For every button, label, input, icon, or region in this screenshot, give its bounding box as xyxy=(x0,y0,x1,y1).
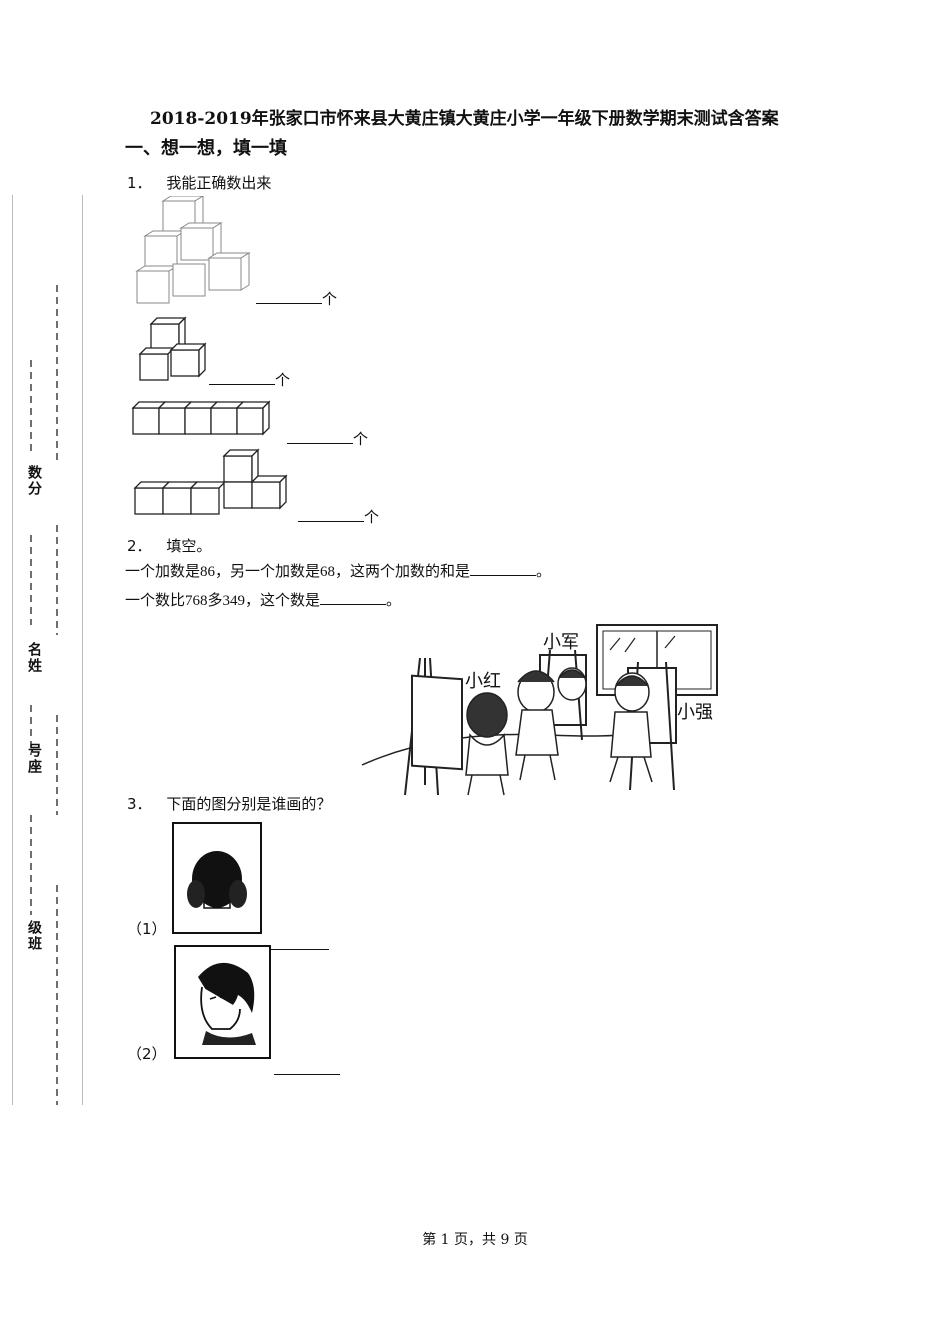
cube-figure-d xyxy=(133,448,288,515)
q2-number: 2． xyxy=(127,537,152,555)
q3-blank-1[interactable] xyxy=(263,948,329,950)
document-title: 2018-2019年张家口市怀来县大黄庄镇大黄庄小学一年级下册数学期末测试含答案 xyxy=(150,109,779,129)
q1-prompt: 1． 我能正确数出来 xyxy=(127,172,271,193)
q1-blank-c[interactable] xyxy=(287,442,353,444)
q2-blank-2[interactable] xyxy=(320,603,387,605)
section-title: 一、想一想，填一填 xyxy=(125,138,287,159)
margin-border-left xyxy=(12,195,14,1105)
side-label-class: 级班 xyxy=(26,920,42,952)
cube-figure-a xyxy=(135,196,251,304)
margin-dash-lines xyxy=(30,285,58,1105)
cube-figure-b xyxy=(138,316,207,381)
painting-children-illustration: 小红 小军 小强 xyxy=(361,624,718,796)
side-label-score: 数分 xyxy=(26,465,42,497)
q1-blank-d[interactable] xyxy=(298,520,364,522)
q3-text: 下面的图分别是谁画的？ xyxy=(166,795,332,813)
label-xiaojun: 小军 xyxy=(543,632,579,653)
q3-blank-1-wrap xyxy=(263,935,329,954)
q1-answer-a: 个 xyxy=(256,288,337,309)
cube-figure-c xyxy=(131,400,271,436)
q1-answer-c: 个 xyxy=(287,428,368,449)
binding-margin: 数分 名姓 号座 级班 xyxy=(12,195,84,1105)
portrait-1-frame xyxy=(172,822,262,934)
q2-blank-1[interactable] xyxy=(470,574,537,576)
margin-border-right xyxy=(82,195,84,1105)
portrait-1-drawing xyxy=(187,851,247,909)
q2-line-2: 一个数比768多349，这个数是。 xyxy=(125,591,402,609)
label-xiaohong: 小红 xyxy=(465,671,501,692)
q3-item-2: （2） xyxy=(127,1045,167,1063)
q2-prompt: 2． 填空。 xyxy=(127,535,211,556)
side-label-seat: 号座 xyxy=(26,743,42,775)
q1-blank-a[interactable] xyxy=(256,302,322,304)
portrait-2-frame xyxy=(174,945,271,1059)
q1-text: 我能正确数出来 xyxy=(166,174,272,192)
label-xiaoqiang: 小强 xyxy=(677,702,713,723)
page-footer: 第 1 页，共 9 页 xyxy=(422,1232,528,1248)
q1-answer-b: 个 xyxy=(209,369,290,390)
q3-item-1: （1） xyxy=(127,920,167,938)
q2-line-1: 一个加数是86，另一个加数是68，这两个加数的和是。 xyxy=(125,562,552,580)
q3-prompt: 3． 下面的图分别是谁画的？ xyxy=(127,793,331,814)
q3-number: 3． xyxy=(127,795,152,813)
q1-number: 1． xyxy=(127,174,152,192)
q3-blank-2-wrap xyxy=(274,1060,340,1079)
q2-text: 填空。 xyxy=(166,537,212,555)
side-label-name: 名姓 xyxy=(26,642,42,674)
portrait-2-drawing xyxy=(198,962,256,1045)
q3-blank-2[interactable] xyxy=(274,1073,340,1075)
q1-blank-b[interactable] xyxy=(209,383,275,385)
q1-answer-d: 个 xyxy=(298,506,379,527)
